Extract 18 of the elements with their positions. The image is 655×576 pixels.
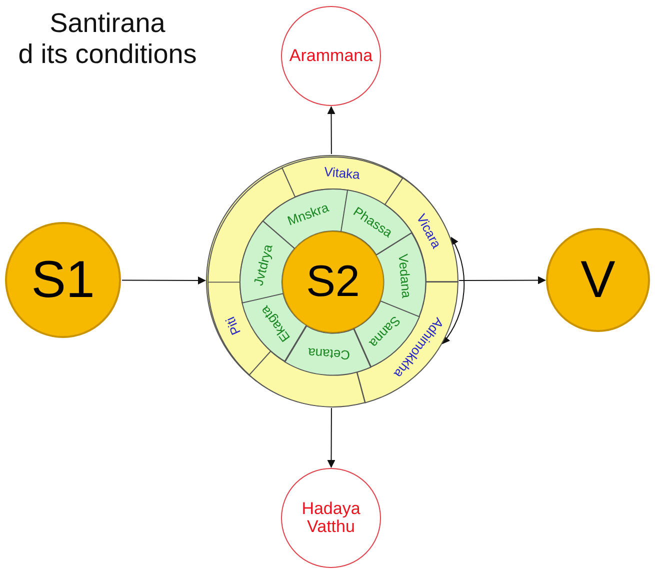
segment-label: Vicara (414, 211, 444, 250)
arrow (458, 276, 546, 284)
node-label: Arammana (289, 47, 373, 65)
segment-label: Cetana (307, 345, 350, 363)
node-label: S2 (306, 258, 360, 306)
segment-label: Mnskra (286, 200, 331, 229)
arrow (327, 106, 336, 154)
segment-label: Jvtdrya (250, 242, 276, 287)
curved-arrow (442, 236, 465, 344)
node-label: Hadaya Vatthu (300, 500, 362, 536)
node-label: V (580, 252, 616, 308)
title: Santirana d its conditions (17, 8, 198, 70)
segment-label: Piti (222, 315, 244, 338)
arrow (327, 408, 336, 468)
segment-label: Vitaka (324, 164, 362, 182)
segment-label: Vedana (395, 253, 414, 298)
node-label: S1 (31, 252, 95, 308)
arrow (122, 276, 206, 284)
